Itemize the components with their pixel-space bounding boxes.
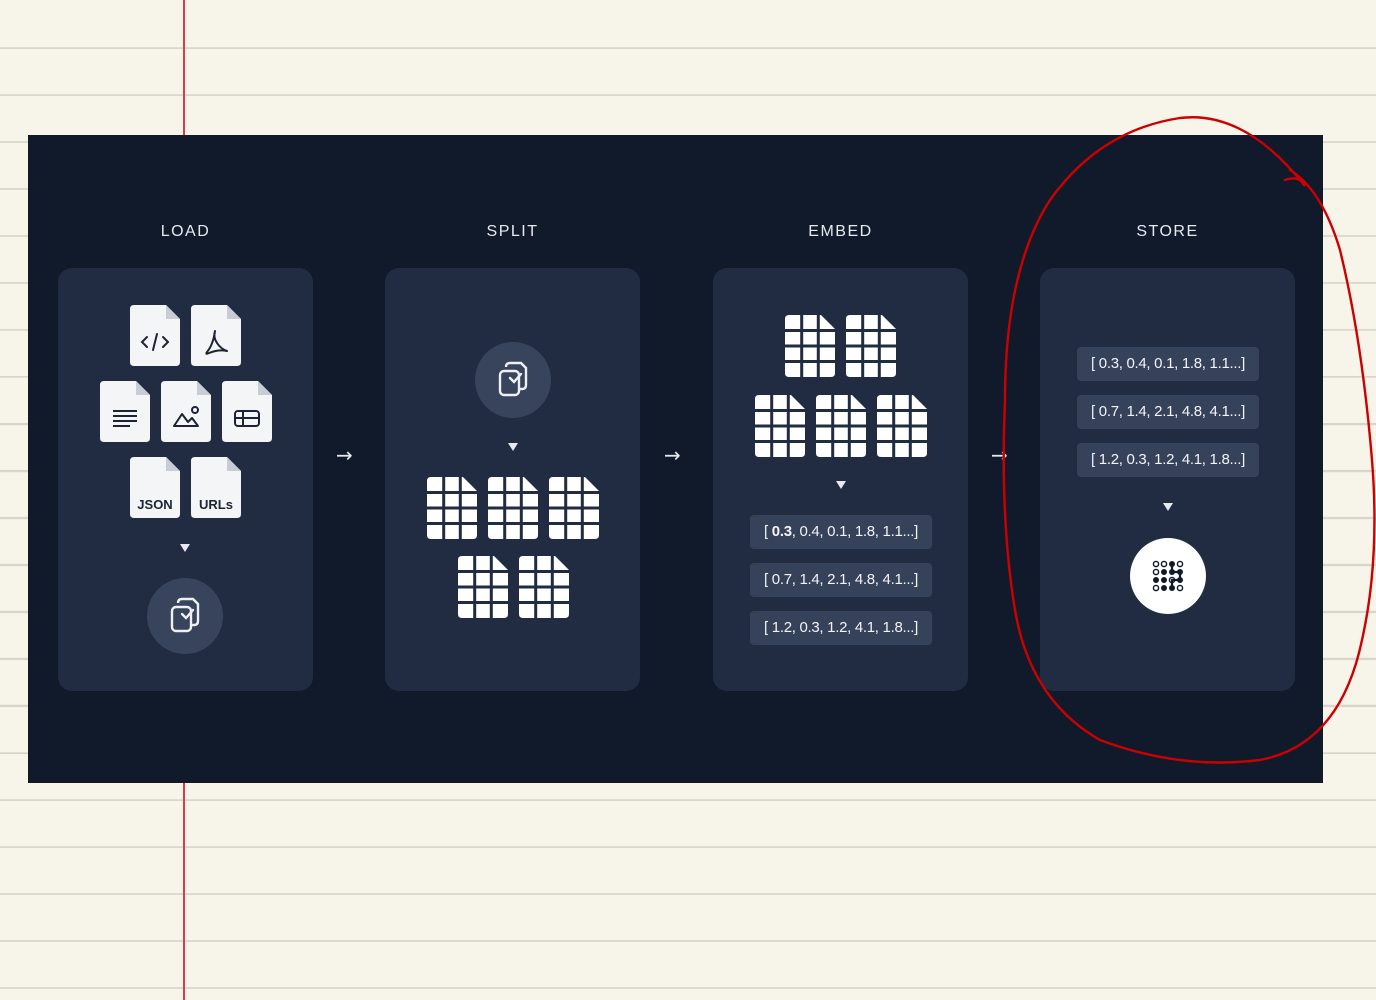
stored-vector-3: [ 1.2, 0.3, 1.2, 4.1, 1.8...] — [1077, 443, 1259, 477]
chunk-grid-icon — [846, 315, 896, 377]
chunk-grid-icon — [488, 477, 538, 539]
down-triangle-icon — [180, 544, 190, 552]
embedding-vector-1: [ 0.3, 0.4, 0.1, 1.8, 1.1...] — [750, 515, 932, 549]
highlighted-value: 0.3 — [771, 523, 792, 540]
json-file-icon: JSON — [130, 457, 180, 518]
documents-check-icon — [147, 578, 223, 654]
stage-title-split: SPLIT — [486, 223, 539, 240]
chunk-grid-icon — [427, 477, 477, 539]
chunk-grid-icon — [519, 556, 569, 618]
chunk-grid-icon — [816, 395, 866, 457]
stage-title-embed: EMBED — [808, 223, 873, 240]
documents-check-icon — [475, 342, 551, 418]
urls-file-icon: URLs — [191, 457, 241, 518]
urls-label: URLs — [199, 497, 233, 512]
load-panel: JSON URLs — [58, 268, 313, 691]
embed-panel: [ 0.3, 0.4, 0.1, 1.8, 1.1...] [ 0.7, 1.4… — [713, 268, 968, 691]
down-triangle-icon — [1163, 503, 1173, 511]
chunk-grid-icon — [877, 395, 927, 457]
chunk-grid-icon — [549, 477, 599, 539]
chunk-grid-icon — [785, 315, 835, 377]
pdf-file-icon — [191, 305, 241, 366]
store-panel: [ 0.3, 0.4, 0.1, 1.8, 1.1...] [ 0.7, 1.4… — [1040, 268, 1295, 691]
embedding-vector-2: [ 0.7, 1.4, 2.1, 4.8, 4.1...] — [750, 563, 932, 597]
chunk-grid-icon — [755, 395, 805, 457]
rag-pipeline-diagram: LOAD SPLIT EMBED STORE → → → — [28, 135, 1323, 783]
stage-title-load: LOAD — [160, 223, 211, 240]
table-file-icon — [222, 381, 272, 442]
text-file-icon — [100, 381, 150, 442]
arrow-load-to-split: → — [336, 443, 353, 467]
vector-store-icon — [1130, 538, 1206, 614]
chunk-grid-icon — [458, 556, 508, 618]
stored-vector-1: [ 0.3, 0.4, 0.1, 1.8, 1.1...] — [1077, 347, 1259, 381]
embedding-vector-3: [ 1.2, 0.3, 1.2, 4.1, 1.8...] — [750, 611, 932, 645]
split-panel — [385, 268, 640, 691]
vector-rest: , 0.4, 0.1, 1.8, 1.1...] — [791, 523, 919, 540]
arrow-embed-to-store: → — [991, 443, 1008, 467]
json-label: JSON — [137, 497, 173, 512]
stage-title-store: STORE — [1136, 223, 1199, 240]
arrow-split-to-embed: → — [664, 443, 681, 467]
code-file-icon — [130, 305, 180, 366]
stored-vector-2: [ 0.7, 1.4, 2.1, 4.8, 4.1...] — [1077, 395, 1259, 429]
image-file-icon — [161, 381, 211, 442]
down-triangle-icon — [836, 481, 846, 489]
down-triangle-icon — [508, 443, 518, 451]
